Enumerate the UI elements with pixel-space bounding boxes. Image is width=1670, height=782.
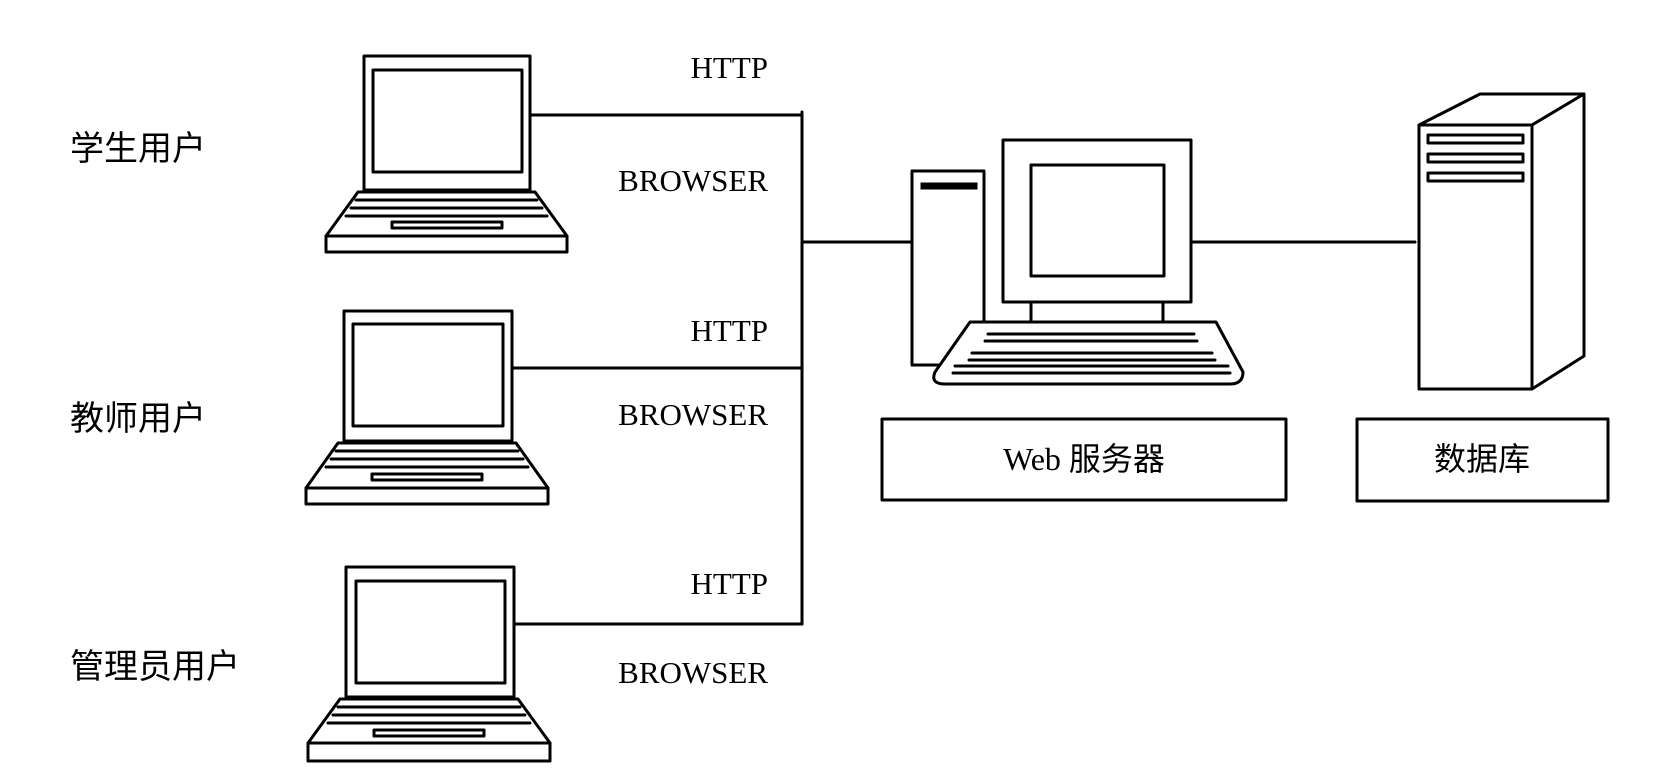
teacher-user-label: 教师用户 xyxy=(70,399,206,439)
monitor-screen xyxy=(1029,163,1166,278)
student-protocol-browser: BROWSER xyxy=(618,163,768,198)
teacher-protocol-browser: BROWSER xyxy=(618,397,768,432)
web-server-computer-icon xyxy=(910,138,1245,386)
student-user-label: 学生用户 xyxy=(70,129,206,169)
teacher-protocol-http: HTTP xyxy=(691,313,769,348)
database-label-box xyxy=(1355,417,1610,503)
student-protocol-http: HTTP xyxy=(691,50,769,85)
admin-protocol-http: HTTP xyxy=(691,566,769,601)
admin-laptop-icon xyxy=(306,565,552,763)
student-laptop-icon xyxy=(324,54,569,254)
teacher-laptop-icon xyxy=(304,309,550,506)
web-server-label: Web 服务器 xyxy=(1003,441,1165,477)
connection-lines xyxy=(510,110,1417,626)
database-server-icon xyxy=(1417,92,1586,391)
admin-user-label: 管理员用户 xyxy=(70,647,240,687)
web-server-label-box xyxy=(880,417,1288,502)
database-label: 数据库 xyxy=(1434,441,1530,477)
admin-protocol-browser: BROWSER xyxy=(618,655,768,690)
